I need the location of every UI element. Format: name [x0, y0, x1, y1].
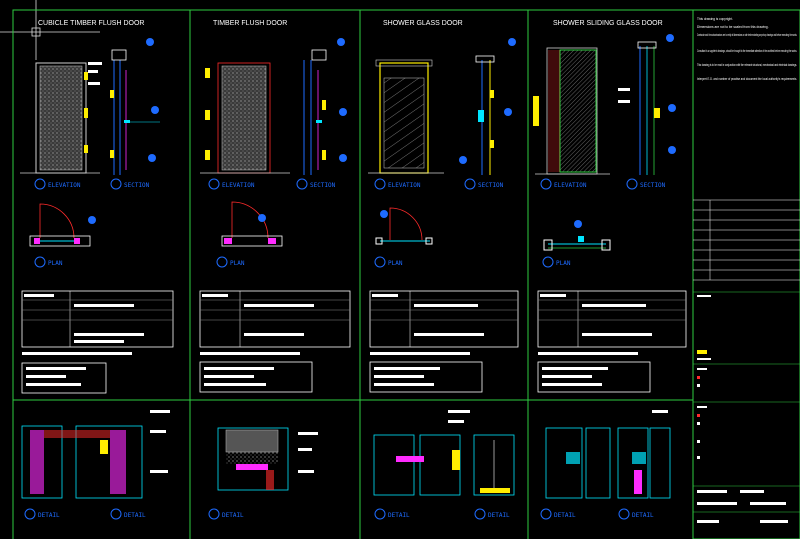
- panel-2-section: [303, 38, 347, 175]
- crosshair-cursor: [0, 0, 100, 60]
- note-line-4: Consultant is a supplier's drawings, sho…: [697, 49, 797, 53]
- panel-2-details: DETAIL: [208, 427, 318, 520]
- panel-4-elevation-label: ELEVATION: [554, 182, 587, 189]
- panel-4-elevation: [533, 47, 610, 175]
- panel-4-section-label: SECTION: [640, 182, 666, 189]
- panel-1-section: [110, 38, 160, 175]
- panel-2-plan-label: PLAN: [230, 260, 245, 267]
- panel-2-elevation-label: ELEVATION: [222, 182, 255, 189]
- panel-4-spec-table: [537, 290, 687, 393]
- panel-2-labels: ELEVATION SECTION: [208, 178, 336, 190]
- panel-2-title: TIMBER FLUSH DOOR: [213, 20, 287, 27]
- general-notes: This drawing is copyright. Dimensions ar…: [697, 17, 797, 81]
- revision-table: [693, 199, 800, 293]
- panel-4-detail-label-2: DETAIL: [632, 512, 654, 519]
- panel-1-elevation: [20, 62, 102, 174]
- title-block-fields: [693, 295, 800, 523]
- panel-1-spec-table: [21, 290, 174, 394]
- panel-3-title: SHOWER GLASS DOOR: [383, 20, 463, 27]
- panel-4-plan: PLAN: [542, 220, 611, 268]
- note-line-2: Dimensions are not to be scaled from thi…: [697, 25, 769, 29]
- panel-2-spec-table: [199, 290, 351, 393]
- panel-3-plan: PLAN: [374, 207, 433, 268]
- panel-3-labels: ELEVATION SECTION: [374, 178, 504, 190]
- panel-3-plan-label: PLAN: [388, 260, 403, 267]
- panel-2-plan: PLAN: [216, 201, 283, 268]
- panel-4-details: DETAIL DETAIL: [540, 410, 671, 520]
- panel-3-detail-label-1: DETAIL: [388, 512, 410, 519]
- panel-2-detail-label: DETAIL: [222, 512, 244, 519]
- panel-3-detail-label-2: DETAIL: [488, 512, 510, 519]
- panel-1-detail-label-1: DETAIL: [38, 512, 60, 519]
- panel-1-plan-label: PLAN: [48, 260, 63, 267]
- panel-3-details: DETAIL DETAIL: [373, 410, 515, 520]
- note-line-1: This drawing is copyright.: [697, 17, 733, 21]
- panel-4-section: [618, 34, 676, 175]
- panel-2-elevation: [200, 62, 290, 174]
- note-line-3: Contractor and the subcontractors are to…: [697, 33, 797, 37]
- panel-3-elevation-label: ELEVATION: [388, 182, 421, 189]
- panel-1-detail-label-2: DETAIL: [124, 512, 146, 519]
- panel-4-detail-label-1: DETAIL: [554, 512, 576, 519]
- panel-2-section-label: SECTION: [310, 182, 336, 189]
- panel-3-section-label: SECTION: [478, 182, 504, 189]
- panel-4-title: SHOWER SLIDING GLASS DOOR: [553, 20, 663, 27]
- panel-1-elevation-label: ELEVATION: [48, 182, 81, 189]
- panel-1-labels: ELEVATION SECTION: [34, 178, 150, 190]
- panel-3-elevation: [368, 59, 444, 174]
- panel-3-section: [459, 38, 516, 175]
- note-line-6: Interpret E.G. and number of practise an…: [697, 77, 797, 81]
- panel-3-spec-table: [369, 290, 519, 393]
- panel-4-labels: ELEVATION SECTION: [540, 178, 666, 190]
- panel-1-details: DETAIL DETAIL: [21, 410, 170, 520]
- panel-1-plan: PLAN: [29, 203, 96, 268]
- panel-1-section-label: SECTION: [124, 182, 150, 189]
- panel-4-plan-label: PLAN: [556, 260, 571, 267]
- title-block: [692, 9, 800, 539]
- panel-1-title: CUBICLE TIMBER FLUSH DOOR: [38, 20, 144, 27]
- note-line-5: This drawing is to be read in conjunctio…: [697, 63, 797, 67]
